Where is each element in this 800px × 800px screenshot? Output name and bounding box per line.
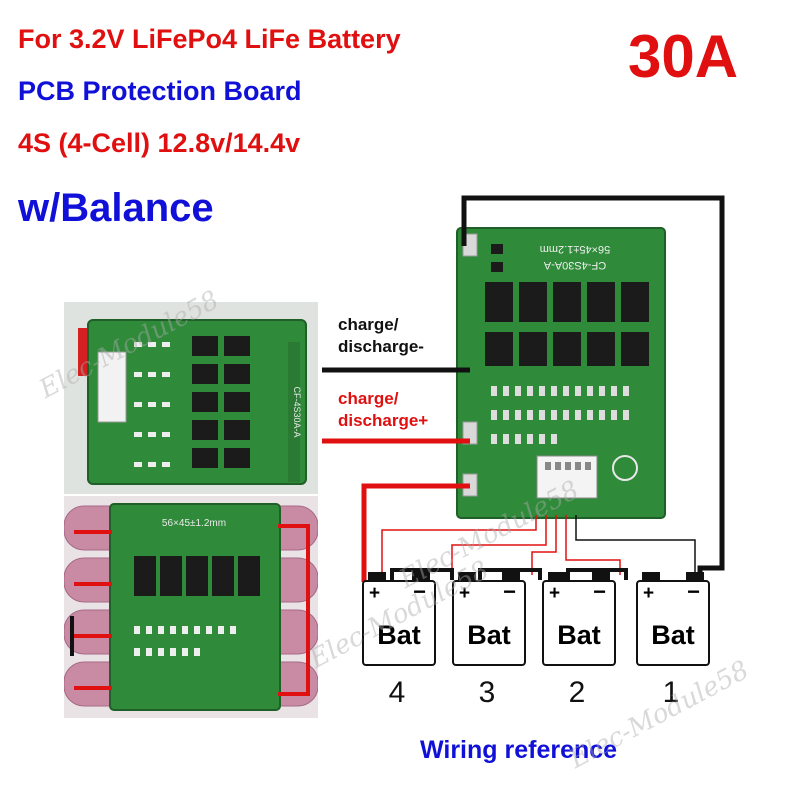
battery-cell-1: + − Bat [636,572,710,666]
battery-cell-3: + − Bat [452,572,526,666]
terminal-positive [642,572,660,581]
battery-label: Bat [467,620,511,650]
terminal-negative [502,572,520,581]
battery-label: Bat [377,620,421,650]
minus-sign: − [593,579,606,604]
battery-number-1: 1 [662,676,680,709]
headline-cell-config: 4S (4-Cell) 12.8v/14.4v [18,128,301,158]
headline-board-type: PCB Protection Board [18,76,302,106]
minus-sign: − [503,579,516,604]
plus-sign: + [643,583,655,604]
board-photo-cells: 56×45±1.2mm [64,496,318,718]
terminal-negative [412,572,430,581]
battery-label: Bat [651,620,695,650]
terminal-negative [592,572,610,581]
terminal-positive [368,572,386,581]
plus-sign: + [369,583,381,604]
wiring-reference-caption: Wiring reference [420,736,618,764]
charge-discharge-positive-label: charge/ discharge+ [338,389,429,430]
headline-battery-type: For 3.2V LiFePo4 LiFe Battery [18,24,401,54]
terminal-positive [458,572,476,581]
current-rating: 30A [628,23,739,90]
battery-number-2: 2 [568,676,586,709]
minus-sign: − [687,579,700,604]
charge-discharge-negative-label: charge/ discharge- [338,315,424,356]
battery-number-3: 3 [478,676,496,709]
terminal-positive [548,572,566,581]
battery-cell-2: + − Bat [542,572,616,666]
minus-sign: − [413,579,426,604]
battery-cell-4: + − Bat [362,572,436,666]
pcb-silk-model: CF-4S30A-A [543,259,606,271]
battery-number-4: 4 [388,676,406,709]
silk-model-label: CF-4S30A-A [292,386,302,437]
terminal-negative [686,572,704,581]
battery-label: Bat [557,620,601,650]
plus-sign: + [549,583,561,604]
silk-size-label: 56×45±1.2mm [162,518,226,529]
plus-sign: + [459,583,471,604]
board-photo-top: CF-4S30A-A [64,302,318,494]
headline-balance: w/Balance [18,186,214,230]
pcb-silk-size: 56×45±1.2mm [540,243,611,255]
main-pcb: 56×45±1.2mm CF-4S30A-A [456,227,666,519]
